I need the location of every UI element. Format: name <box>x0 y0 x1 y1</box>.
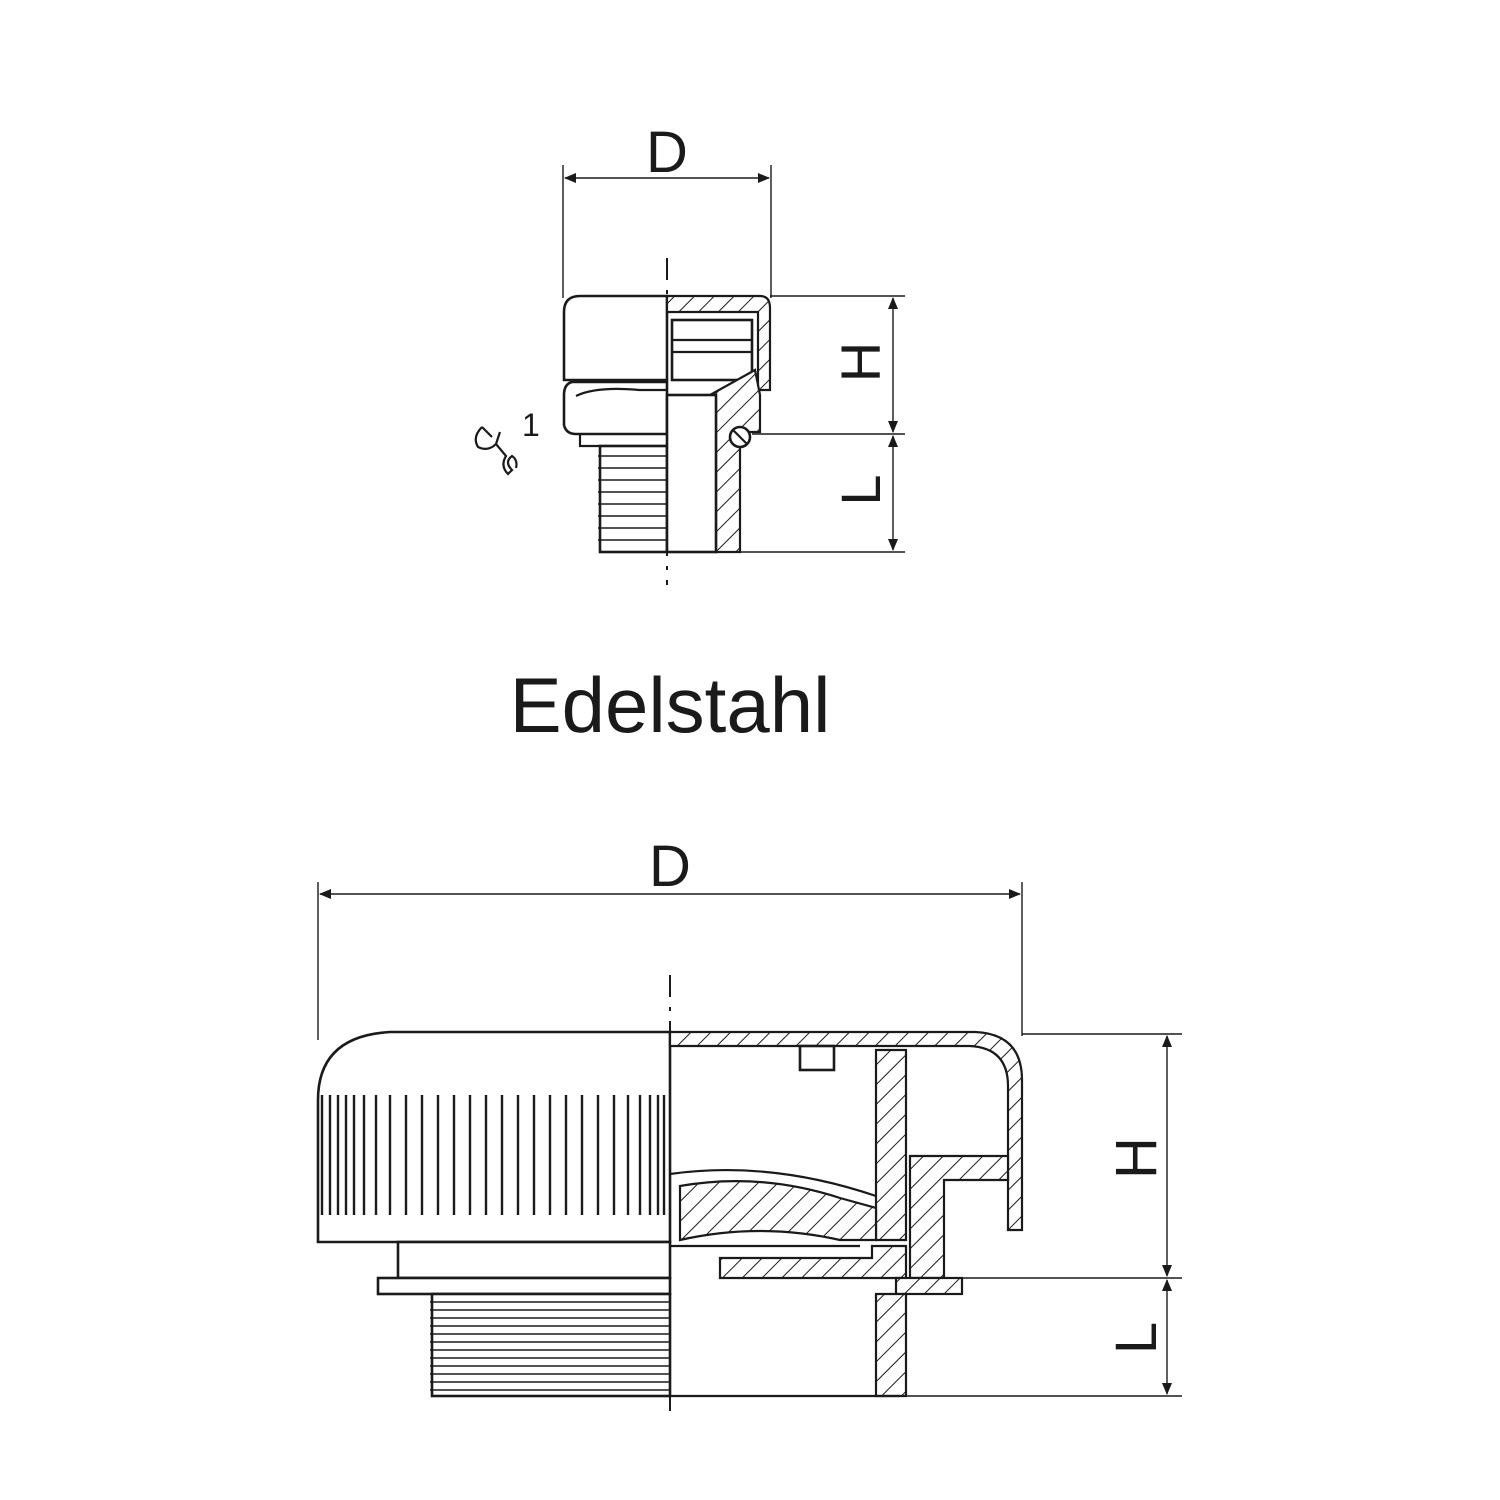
bottom-thread-left <box>430 1292 672 1398</box>
top-cap-outer <box>562 294 669 382</box>
top-thread-lines <box>598 455 667 541</box>
bottom-cap-outer <box>316 1030 672 1244</box>
bottom-cap-ribs <box>320 1095 666 1215</box>
bottom-d-label: D <box>649 834 691 899</box>
wrench-note: 1 <box>522 407 540 443</box>
top-d-label: D <box>646 120 688 185</box>
bottom-membrane-section <box>678 1180 878 1242</box>
top-l-label: L <box>829 474 892 505</box>
top-h-label: H <box>829 342 892 382</box>
bottom-neck-left <box>396 1240 672 1280</box>
top-cap-section <box>665 294 772 392</box>
top-thread-left <box>598 444 669 554</box>
bottom-seal-section <box>908 1154 1010 1280</box>
material-caption: Edelstahl <box>509 661 831 749</box>
wrench-icon <box>474 426 518 476</box>
bottom-h-label: H <box>1104 1137 1169 1179</box>
bottom-body-ledge-section <box>718 1244 908 1280</box>
bottom-flange-section <box>894 1276 964 1296</box>
top-vent-drawing: D <box>474 120 905 585</box>
bottom-thread-section <box>874 1292 908 1398</box>
top-body-section <box>705 368 762 554</box>
bottom-flange-left <box>376 1276 672 1296</box>
bottom-inner-wall-section <box>874 1048 908 1242</box>
bottom-cap-section <box>668 1030 1024 1232</box>
bottom-thread-lines <box>430 1301 670 1391</box>
bottom-cap-clip <box>798 1044 836 1072</box>
top-inner-cavity <box>670 318 754 382</box>
bottom-vent-drawing: D <box>316 834 1182 1420</box>
top-hex-nut <box>562 380 669 436</box>
bottom-l-label: L <box>1104 1322 1169 1354</box>
top-bore <box>665 393 718 554</box>
